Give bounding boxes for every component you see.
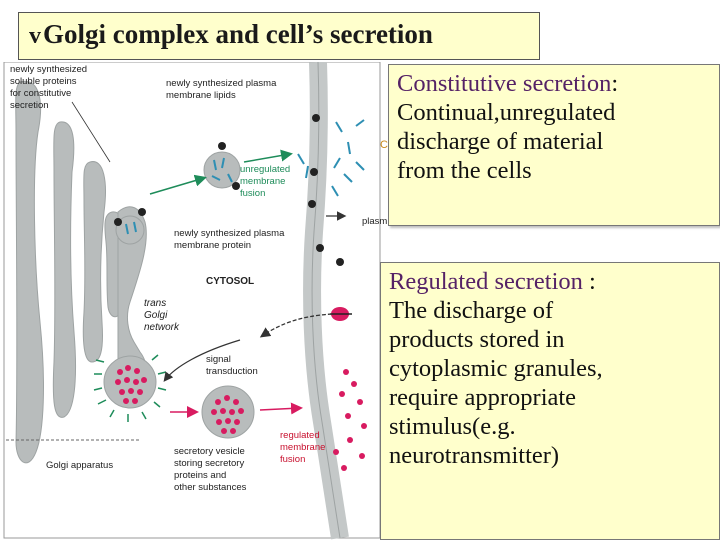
regulated-line: neurotransmitter) [389, 442, 560, 469]
coat-proteins [93, 354, 167, 422]
membrane-proteins [308, 114, 344, 266]
label-cytosol: CYTOSOL [206, 276, 254, 287]
diamond-bullet-icon: v [29, 23, 41, 49]
constitutive-release-arrow [243, 149, 293, 163]
budding-vesicle [115, 215, 145, 245]
immature-granule [103, 355, 157, 409]
soluble-proteins-leader [71, 101, 111, 163]
label-golgi-apparatus: Golgi apparatus [46, 460, 113, 471]
label-signal-transduction: signal transduction [206, 354, 258, 377]
signal-curve-arrow [163, 339, 241, 382]
label-plasma-protein: newly synthesized plasma membrane protei… [174, 228, 287, 251]
secretory-granule [201, 385, 255, 439]
label-plasma-lipids: newly synthesized plasma membrane lipids [166, 78, 279, 101]
constitutive-secretion-box: Constitutive secretion: Continual,unregu… [388, 64, 720, 226]
constitutive-fusion-arrow [149, 174, 207, 195]
regulated-line: require appropriate [389, 384, 577, 411]
regulated-release-arrow [259, 402, 303, 415]
secreted-proteins [297, 119, 365, 197]
label-unregulated-fusion: unregulated membrane fusion [240, 164, 293, 199]
regulated-heading: Regulated secretion [389, 268, 583, 295]
plasma-membrane [303, 62, 349, 540]
label-regulated-fusion: regulated membrane fusion [280, 430, 328, 465]
label-plasma-partial: plasm [362, 216, 387, 227]
released-granules [333, 369, 367, 471]
regulated-line: products stored in [389, 326, 565, 353]
granule-dots [115, 365, 147, 404]
constitutive-colon: : [611, 70, 619, 97]
receptor [330, 307, 352, 321]
label-secretory-vesicle: secretory vesicle storing secretory prot… [174, 446, 247, 493]
regulated-line: stimulus(e.g. [389, 413, 516, 440]
label-c-partial: C [380, 139, 388, 151]
constitutive-line: from the cells [397, 157, 532, 184]
label-trans-golgi: trans Golgi network [144, 298, 180, 333]
regulated-colon: : [582, 268, 596, 295]
regulated-line: The discharge of [389, 297, 554, 324]
secretion-diagram: newly synthesized soluble proteins for c… [3, 62, 388, 540]
regulated-secretion-box: Regulated secretion : The discharge of p… [380, 262, 720, 540]
slide-title: vGolgi complex and cell’s secretion [18, 12, 540, 60]
constitutive-line: Continual,unregulated [397, 99, 616, 126]
constitutive-line: discharge of material [397, 128, 604, 155]
slide-title-text: Golgi complex and cell’s secretion [43, 19, 433, 49]
golgi-apparatus [15, 80, 126, 464]
label-soluble-proteins: newly synthesized soluble proteins for c… [10, 64, 90, 111]
regulated-line: cytoplasmic granules, [389, 355, 603, 382]
constitutive-heading: Constitutive secretion [397, 70, 612, 97]
signal-arrow [259, 313, 333, 338]
